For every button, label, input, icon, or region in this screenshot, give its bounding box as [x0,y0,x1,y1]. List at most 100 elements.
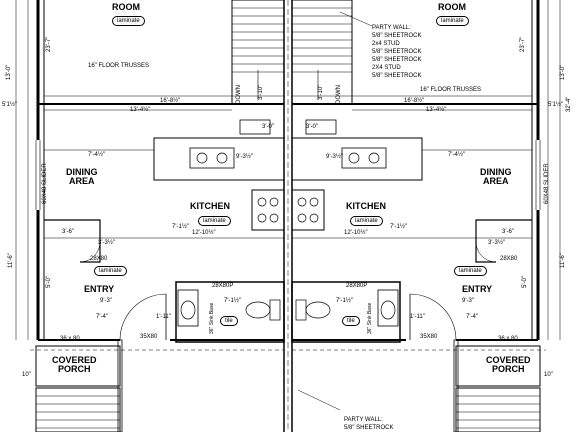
note-line: 2x4 STUD [372,41,400,47]
dimension: 9'-3½" [236,154,253,160]
door-label: 28X80 [500,256,518,262]
dimension: 11'-6" [8,253,14,268]
half-bath-right [291,281,401,343]
dimension: 3'-6" [502,229,514,235]
dimension: 13'-0" [6,64,12,80]
stair-lower-right [455,387,541,432]
note-line: 5/8" SHEETROCK [372,49,422,55]
room-label-kitchen-right: KITCHEN [346,201,386,211]
floor-tag: laminate [112,16,145,26]
porch-right [455,345,541,387]
note-line: 5/8" SHEETROCK [372,73,422,79]
slider-label: 60X48 SLIDER [544,163,550,204]
dimension: 5'1½" [548,102,563,108]
dimension: 3'-3½" [488,240,505,246]
dimension: 3'-3½" [98,240,115,246]
room-label-kitchen-left: KITCHEN [190,201,230,211]
party-wall-note: PARTY WALL: 5/8" SHEETROCK 2x4 STUD 5/8"… [372,24,421,80]
note-line: PARTY WALL: [372,25,411,31]
door-label: 28X80 [90,256,108,262]
dimension: 3'-0" [306,124,318,130]
dimension: 7'-4" [96,314,108,320]
note-line: 5/8" SHEETROCK [344,425,394,431]
party-wall-note-bottom: PARTY WALL: 5/8" SHEETROCK [344,416,393,432]
dimension: 11'-6" [560,253,566,268]
room-label-dining-left: DINING AREA [66,168,98,186]
floor-tag: laminate [350,216,383,226]
floor-trusses-note: 16" FLOOR TRUSSES [420,87,482,93]
stair-down-label: DOWN [336,85,342,104]
slider-label: 60X48 SLIDER [42,163,48,204]
dimension: 1'-11" [410,314,425,320]
room-label-top-right: ROOM [438,2,466,12]
dimension: 3'-6" [62,229,74,235]
stair-lower-left [35,387,121,432]
dimension: 16'-8½" [404,98,425,104]
range-right [291,189,325,231]
dimension: 10" [544,372,553,378]
door-label: 35X80 [140,334,158,340]
floor-tag: tile [342,316,360,326]
room-label-entry-left: ENTRY [84,284,115,294]
dimension: 7'-4½" [448,152,465,158]
room-label-line: PORCH [492,364,525,374]
dimension: 23'-7" [520,36,526,52]
door-label: 36 x 80 [498,336,518,342]
dimension: 9'-3½" [326,154,343,160]
range-left [251,189,285,231]
dimension: 3'-0" [262,124,274,130]
door-label: 36 x 80 [60,336,80,342]
note-line: 2X4 STUD [372,65,401,71]
floor-tag: tile [220,316,238,326]
room-label-line: DINING [66,167,98,177]
room-label-line: COVERED [52,355,97,365]
porch-left [35,345,121,387]
dimension: 12'-10½" [192,230,216,236]
dimension: 9'-3" [100,298,112,304]
sink-base-label: 36" Sink Base [367,302,373,334]
dimension: 7'-1½" [172,224,189,230]
room-label-line: COVERED [486,355,531,365]
door-label: 28X80P [346,283,368,289]
kitchen-counter-right [291,137,423,181]
dimension: 23'-7" [46,36,52,52]
room-label-porch-left: COVERED PORCH [52,356,97,374]
note-line: 5/8" SHEETROCK [372,33,422,39]
note-line: 5/8" SHEETROCK [372,57,422,63]
dimension: 5'-0" [522,276,528,288]
dimension: 3'-10" [318,84,324,100]
dimension: 3'-10" [258,84,264,100]
dimension: 7'-4" [466,314,478,320]
room-label-line: DINING [480,167,512,177]
dimension: 13'-4½" [130,107,151,113]
room-label-entry-right: ENTRY [462,284,493,294]
dimension: 1'-11" [156,314,171,320]
dimension: 7'-4½" [88,152,105,158]
floor-trusses-note: 16" FLOOR TRUSSES [88,63,150,69]
room-label-line: AREA [68,176,95,186]
dimension: 5'-0" [46,276,52,288]
dimension: 32'-4" [566,96,572,112]
dimension: 12'-10½" [344,230,368,236]
room-label-porch-right: COVERED PORCH [486,356,531,374]
door-label: 35X80 [420,334,438,340]
door-label: 28X80P [212,283,234,289]
dimension: 5'1½" [2,102,17,108]
floor-tag: laminate [94,266,127,276]
floor-tag: laminate [436,16,469,26]
dimension: 7'-1½" [224,298,241,304]
floor-tag: laminate [454,266,487,276]
dimension: 16'-8½" [160,98,181,104]
dimension: 13'-0" [560,64,566,80]
dimension: 10" [22,372,31,378]
dimension: 9'-3" [462,298,474,304]
note-line: PARTY WALL: [344,417,383,423]
room-label-line: AREA [482,176,509,186]
dimension: 7'-1½" [390,224,407,230]
dimension: 13'-4½" [426,107,447,113]
kitchen-counter-left [153,137,285,181]
room-label-dining-right: DINING AREA [480,168,512,186]
half-bath-left [175,281,285,343]
room-label-top-left: ROOM [112,2,140,12]
